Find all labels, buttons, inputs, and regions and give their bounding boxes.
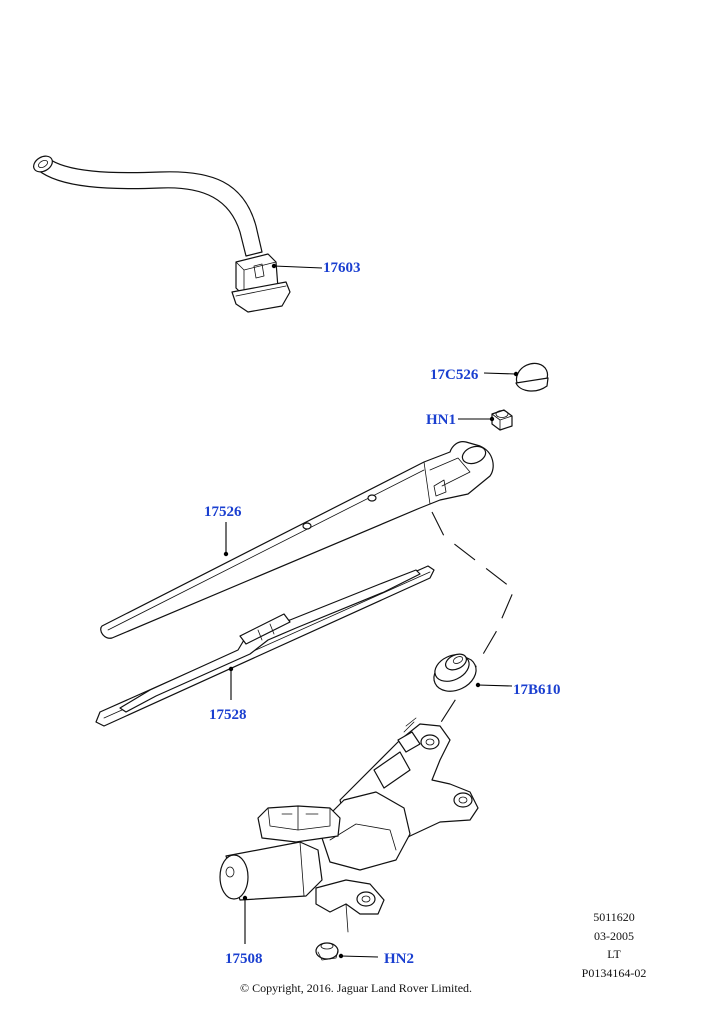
cap-drawing (515, 362, 549, 392)
reference-block: 5011620 03-2005 LT P0134164-02 (574, 908, 654, 982)
copyright-notice: © Copyright, 2016. Jaguar Land Rover Lim… (239, 981, 473, 995)
wiper-motor-drawing (219, 717, 479, 933)
part-label-17526: 17526 (204, 504, 242, 520)
part-label-17528: 17528 (209, 707, 247, 723)
nut-hn1-drawing (491, 409, 513, 431)
reference-code: LT (607, 947, 621, 961)
leader-lines (223, 263, 519, 959)
part-label-17508: 17508 (225, 951, 263, 967)
alignment-dash-line (431, 511, 515, 731)
part-label-17603: 17603 (323, 260, 361, 276)
wiper-arm-drawing (100, 441, 494, 639)
reference-number: 5011620 (593, 910, 635, 924)
part-label-17c526: 17C526 (430, 367, 479, 383)
nut-hn2-drawing (315, 942, 339, 961)
grommet-drawing (433, 653, 477, 692)
reference-illustration-id: P0134164-02 (581, 965, 647, 980)
washer-hose-drawing (33, 155, 291, 313)
part-label-17b610: 17B610 (513, 682, 561, 698)
part-label-hn1: HN1 (426, 412, 456, 428)
wiper-blade-drawing (95, 565, 435, 727)
reference-date: 03-2005 (594, 928, 634, 943)
part-label-hn2: HN2 (384, 951, 414, 967)
